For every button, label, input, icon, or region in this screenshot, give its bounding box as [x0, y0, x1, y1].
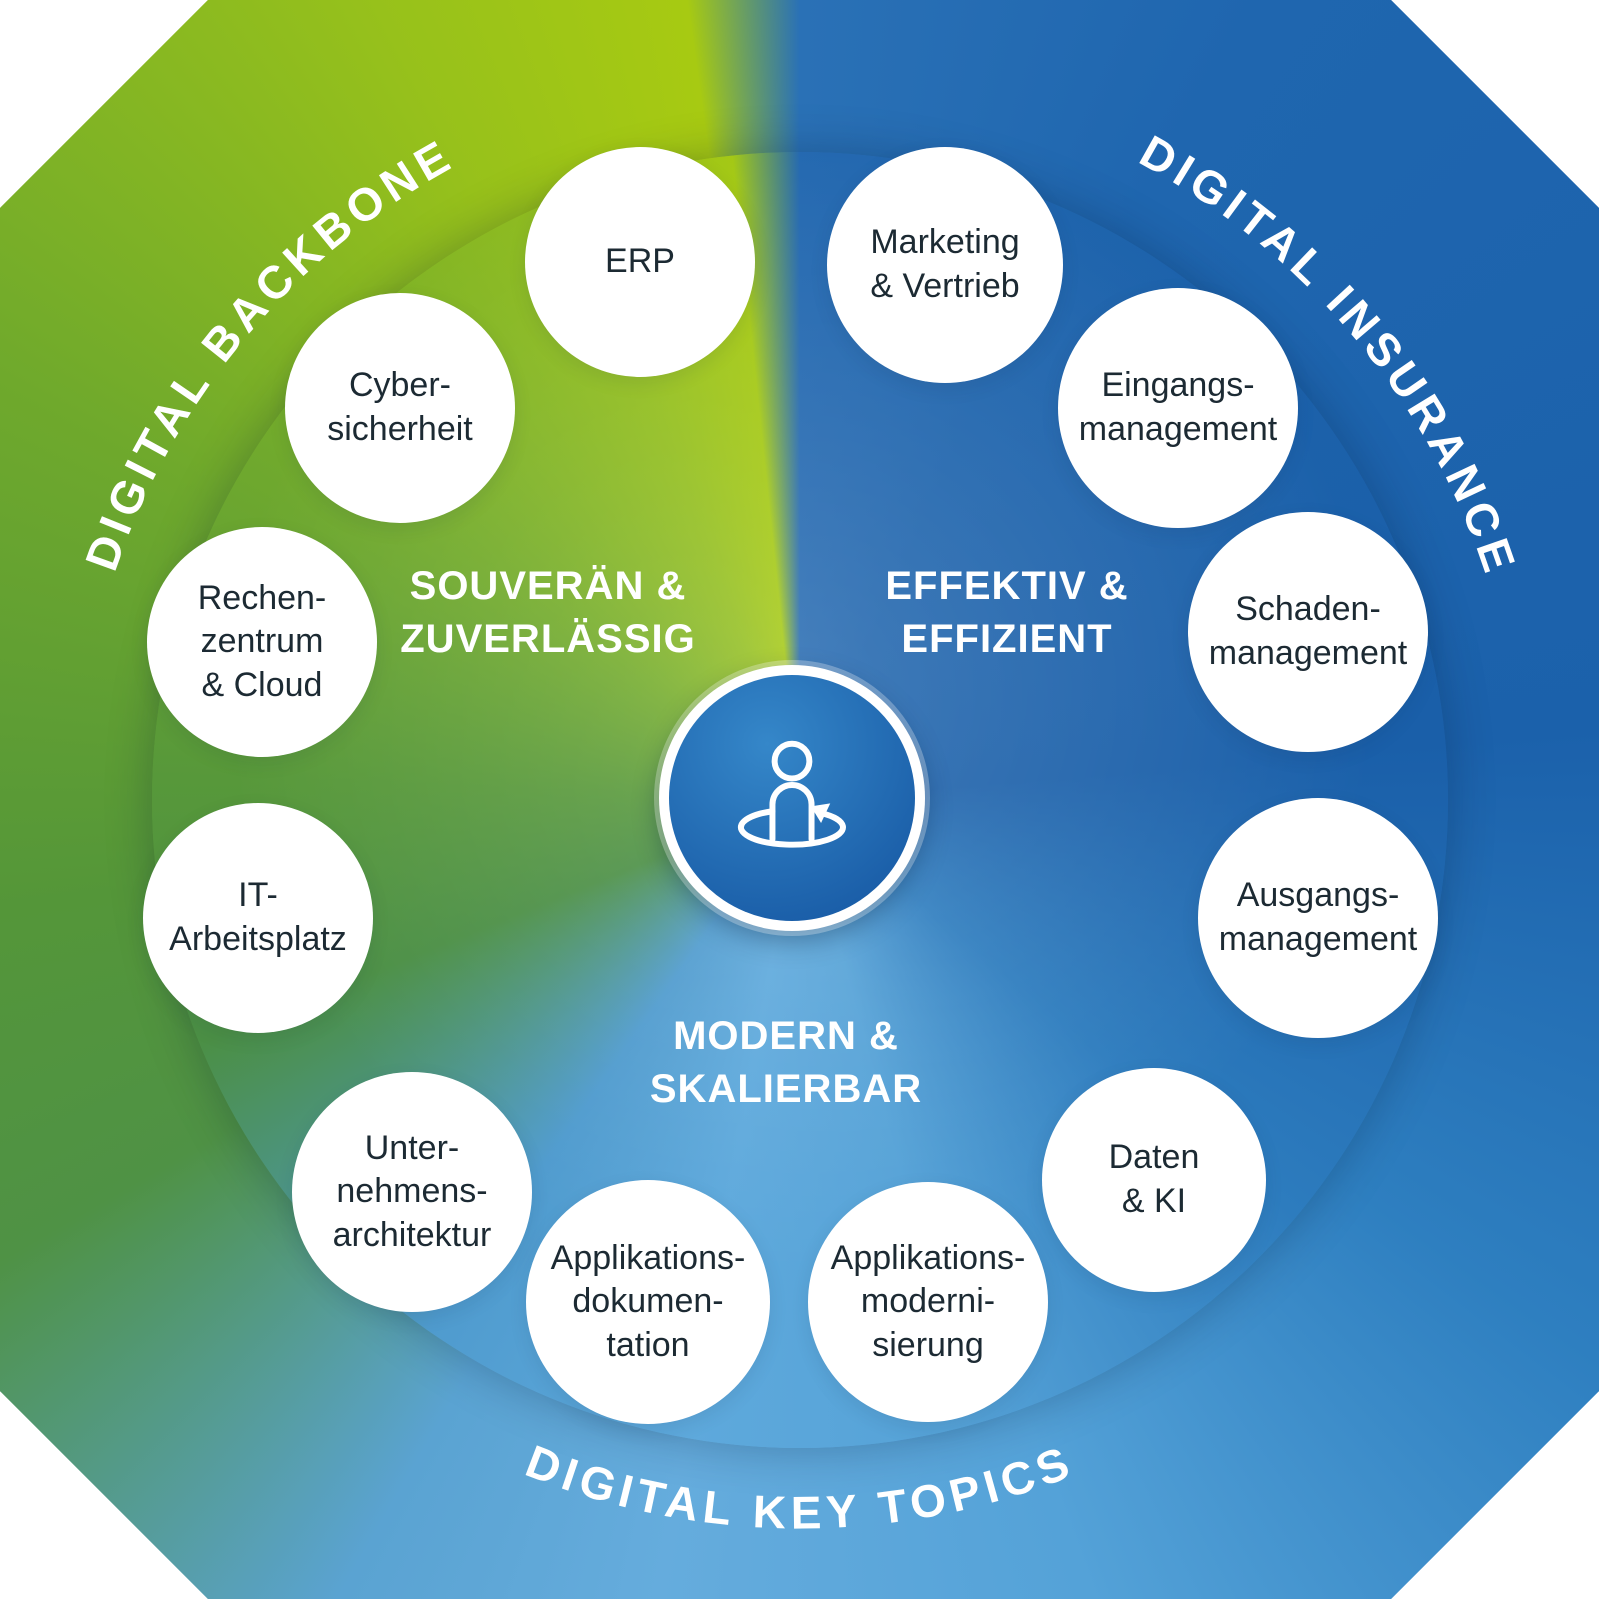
- person-rotation-icon: [737, 740, 846, 848]
- bubble-daten-ki: Daten & KI: [1042, 1068, 1266, 1292]
- bubble-eingangsmanagement: Eingangs- management: [1058, 288, 1298, 528]
- sector-label-modern-skalierbar: MODERN & SKALIERBAR: [649, 1014, 923, 1111]
- bubble-schadenmanagement: Schaden- management: [1188, 512, 1428, 752]
- bubble-applikationsdokumentation: Applikations- dokumen- tation: [526, 1180, 770, 1424]
- sector-label-effektiv-effizient: EFFEKTIV & EFFIZIENT: [885, 564, 1129, 661]
- bubble-applikationsmodernisierung: Applikations- moderni- sierung: [808, 1182, 1048, 1422]
- bubble-cybersicherheit: Cyber- sicherheit: [285, 293, 515, 523]
- center-hub-face: [669, 675, 915, 921]
- bubble-marketing-vertrieb: Marketing & Vertrieb: [827, 147, 1063, 383]
- bubble-it-arbeitsplatz: IT- Arbeitsplatz: [143, 803, 373, 1033]
- center-hub: [659, 665, 925, 931]
- bubble-rechenzentrum-cloud: Rechen- zentrum & Cloud: [147, 527, 377, 757]
- bubble-unternehmensarchitektur: Unter- nehmens- architektur: [292, 1072, 532, 1312]
- sector-label-souveraen-zuverlaessig: SOUVERÄN & ZUVERLÄSSIG: [400, 564, 696, 661]
- bubble-ausgangsmanagement: Ausgangs- management: [1198, 798, 1438, 1038]
- bubble-erp: ERP: [525, 147, 755, 377]
